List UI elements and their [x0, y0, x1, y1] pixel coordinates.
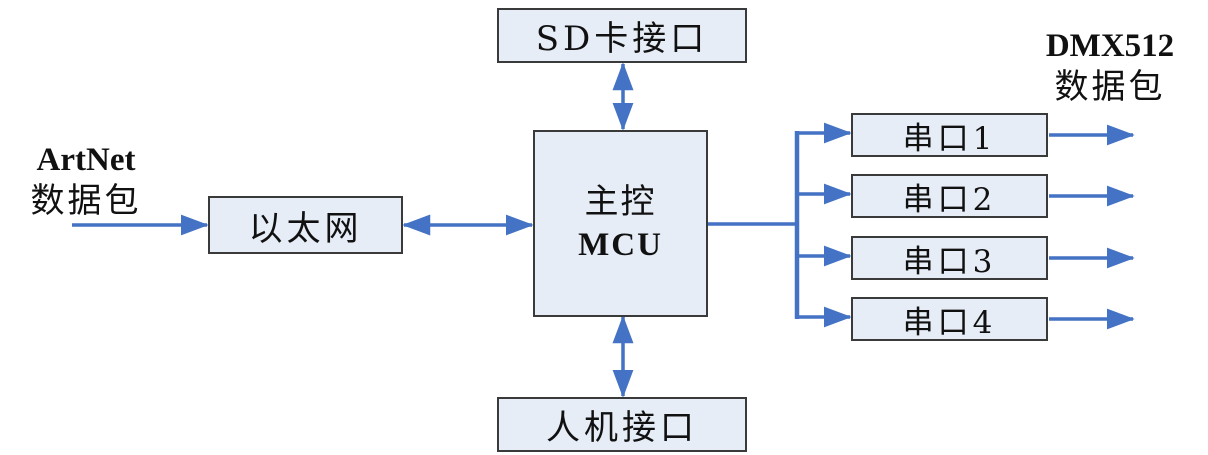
- serial-port-node: 串口1: [851, 113, 1048, 157]
- mcu-node: 主控 MCU: [533, 130, 708, 317]
- mcu-label-en: MCU: [578, 227, 663, 264]
- input-label-packet: 数据包: [30, 180, 142, 221]
- hmi-node: 人机接口: [497, 397, 747, 452]
- serial-port-label: 串口2: [902, 181, 997, 218]
- output-label-packet: 数据包: [1054, 66, 1166, 107]
- output-label-protocol: DMX512: [1045, 28, 1175, 64]
- serial-port-node: 串口3: [851, 236, 1048, 280]
- mcu-label-cn: 主控: [584, 181, 657, 222]
- serial-port-label: 串口1: [902, 120, 997, 157]
- serial-port-node: 串口2: [851, 174, 1048, 218]
- sd-card-interface-node: SD卡接口: [497, 8, 747, 63]
- serial-port-label: 串口4: [902, 304, 997, 341]
- serial-port-label: 串口3: [902, 243, 997, 280]
- output-label: DMX512 数据包: [1010, 28, 1208, 107]
- input-label-protocol: ArtNet: [36, 142, 136, 178]
- ethernet-node: 以太网: [208, 196, 403, 254]
- sd-card-interface-label: SD卡接口: [535, 19, 709, 59]
- serial-port-node: 串口4: [851, 297, 1048, 341]
- input-label: ArtNet 数据包: [6, 142, 166, 221]
- ethernet-label: 以太网: [248, 208, 363, 249]
- hmi-label: 人机接口: [546, 408, 698, 448]
